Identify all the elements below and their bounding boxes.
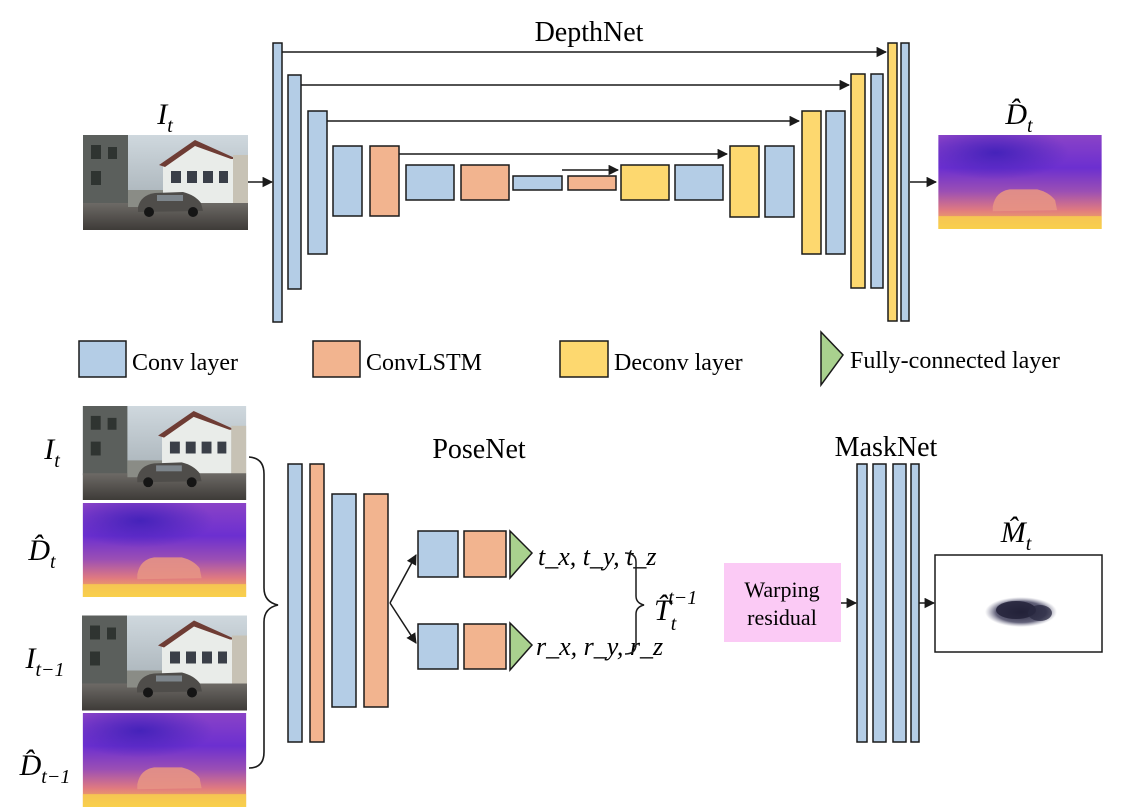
conv-layer: [825, 110, 846, 255]
legend-deconv-label: Deconv layer: [614, 350, 743, 376]
conv-layer: [287, 463, 303, 743]
posenet-layers: [287, 463, 507, 743]
conv-layer: [910, 463, 920, 743]
depthnet-layers: [272, 42, 910, 323]
posenet-input-label: D̂t−1: [19, 749, 71, 788]
conv-layer: [856, 463, 868, 743]
convlstm-layer: [567, 175, 617, 191]
deconv-layer: [801, 110, 822, 255]
depthnet-output-label: D̂t: [1004, 98, 1033, 137]
depthnet-skip-connections: [282, 46, 888, 176]
conv-layer: [287, 74, 302, 290]
conv-layer: [405, 164, 455, 201]
convlstm-layer: [309, 463, 325, 743]
convlstm-layer: [363, 493, 389, 708]
conv-layer: [892, 463, 907, 743]
conv-layer: [331, 493, 357, 708]
branch-arrow: [389, 554, 417, 604]
convlstm-layer: [463, 623, 507, 670]
conv-layer: [900, 42, 910, 322]
legend-fc-swatch: [820, 330, 844, 388]
conv-layer: [332, 145, 363, 217]
convlstm-layer: [463, 530, 507, 578]
masknet-title: MaskNet: [835, 432, 938, 463]
output-brace: [624, 552, 645, 655]
legend-deconv-swatch: [559, 340, 609, 378]
conv-layer: [870, 73, 884, 289]
conv-layer: [512, 175, 563, 191]
deconv-layer: [887, 42, 898, 322]
fc-rotation: [509, 621, 534, 672]
posenet-input-image-dt: [82, 503, 247, 597]
conv-layer: [764, 145, 795, 218]
masknet-layers: [856, 463, 920, 743]
depthnet-title: DepthNet: [535, 17, 644, 48]
deconv-layer: [850, 73, 866, 289]
warping-residual-box: [724, 563, 841, 642]
warping-residual-line2: residual: [747, 605, 817, 630]
transform-label: T̂tt−1: [654, 587, 697, 635]
legend-convlstm-swatch: [312, 340, 361, 378]
posenet-input-image-it-1: [82, 615, 247, 711]
posenet-input-label: D̂t: [27, 534, 56, 573]
conv-layer: [417, 530, 459, 578]
legend-conv-swatch: [78, 340, 127, 378]
posenet-branch-arrows: [389, 554, 417, 644]
posenet-title: PoseNet: [432, 434, 526, 465]
conv-layer: [272, 42, 283, 323]
deconv-layer: [620, 164, 670, 201]
legend: Conv layer ConvLSTM Deconv layer Fully-c…: [78, 330, 1060, 388]
warping-residual-line1: Warping: [744, 577, 819, 602]
conv-layer: [417, 623, 459, 670]
rotation-output: r_x, r_y, r_z: [536, 632, 663, 661]
legend-conv-label: Conv layer: [132, 350, 238, 376]
posenet-input-image-it: [82, 406, 247, 500]
legend-fc-label: Fully-connected layer: [850, 348, 1060, 374]
legend-convlstm-label: ConvLSTM: [366, 350, 482, 376]
convlstm-layer: [460, 164, 510, 201]
posenet-input-label: It: [43, 433, 60, 472]
conv-layer: [307, 110, 328, 255]
translation-output: t_x, t_y, t_z: [538, 542, 656, 571]
deconv-layer: [729, 145, 760, 218]
convlstm-layer: [369, 145, 400, 217]
fc-translation: [509, 529, 534, 580]
conv-layer: [872, 463, 887, 743]
depthnet-input-image: [83, 135, 248, 230]
conv-layer: [674, 164, 724, 201]
input-brace: [248, 456, 279, 769]
mask-blob: [985, 597, 1057, 627]
depthnet-output-image: [938, 135, 1102, 229]
branch-arrow: [389, 602, 417, 644]
posenet-input-label: It−1: [24, 642, 64, 681]
depthnet-input-label: It: [156, 98, 173, 137]
masknet-output-label: M̂t: [1000, 516, 1032, 555]
posenet-input-image-dt-1: [82, 713, 247, 807]
